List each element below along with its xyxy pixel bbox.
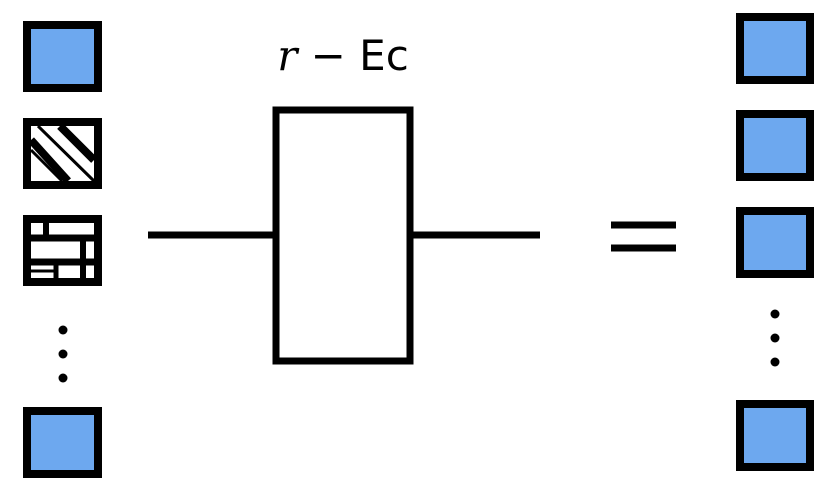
input-square-filled-1 bbox=[23, 21, 102, 92]
box-label: r − Ec bbox=[277, 31, 409, 80]
output-column bbox=[736, 13, 814, 471]
output-square-2 bbox=[736, 110, 814, 181]
equals-sign bbox=[611, 221, 676, 252]
box-label-suffix: − Ec bbox=[297, 31, 409, 80]
output-vertical-ellipsis bbox=[770, 309, 780, 367]
rank-reduction-box bbox=[272, 106, 414, 365]
input-vertical-ellipsis bbox=[58, 325, 68, 383]
output-square-3 bbox=[736, 207, 814, 278]
output-square-last bbox=[736, 400, 814, 471]
input-column bbox=[23, 21, 102, 478]
input-square-corrupted-grid bbox=[23, 215, 102, 286]
output-square-1 bbox=[736, 13, 814, 84]
input-square-filled-last bbox=[23, 407, 102, 478]
box-label-variable: r bbox=[277, 31, 300, 80]
input-square-corrupted-diagonal bbox=[23, 118, 102, 189]
